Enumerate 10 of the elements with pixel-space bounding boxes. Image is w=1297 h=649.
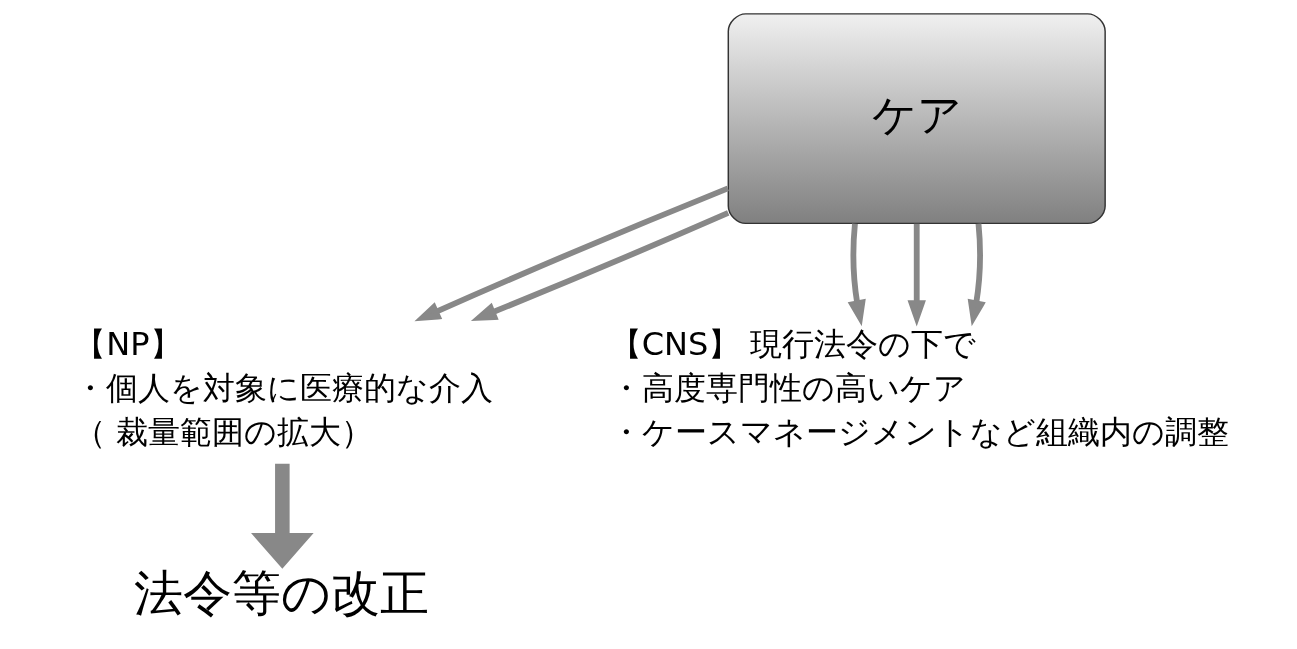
arrow bbox=[967, 223, 986, 327]
arrow bbox=[470, 210, 729, 322]
arrow bbox=[413, 185, 729, 322]
node-box: ケア bbox=[727, 13, 1106, 225]
node-text: 法令等の改正 bbox=[133, 563, 429, 622]
node-text: 【CNS】 現行法令の下で ・高度専門性の高いケア ・ケースマネージメントなど組織内の調整 bbox=[609, 325, 1229, 451]
arrow bbox=[250, 463, 314, 569]
arrow bbox=[847, 223, 866, 327]
node-text: 【NP】 ・個人を対象に医療的な介入 （ 裁量範囲の拡大） bbox=[73, 325, 493, 451]
arrow bbox=[907, 223, 926, 327]
